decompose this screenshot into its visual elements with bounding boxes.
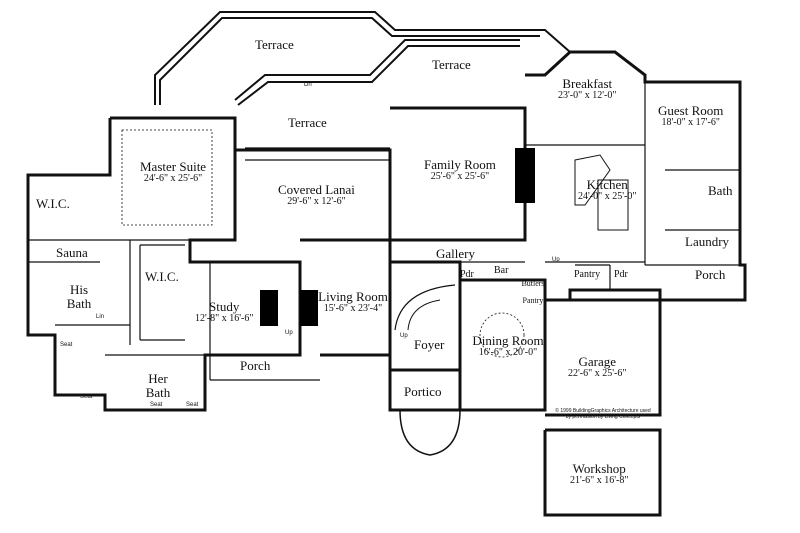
pdr-label: Pdr xyxy=(460,269,474,280)
bath-label: Bath xyxy=(708,183,733,198)
terrace-top-label: Terrace xyxy=(255,37,294,52)
copyright-line-1: © 1999 BuildingGraphics Architecture use… xyxy=(555,408,651,414)
up-foyer-note: Up xyxy=(400,333,408,339)
butlers-pantry-label: Butlers Pantry xyxy=(521,279,545,305)
gallery-label: Gallery xyxy=(436,246,475,261)
terrace-mid-label: Terrace xyxy=(288,115,327,130)
study-fireplace xyxy=(260,290,278,326)
terrace-edges xyxy=(154,11,571,106)
his-bath-label: His Bath xyxy=(66,282,92,311)
lin-note: Lin xyxy=(96,314,105,320)
copyright-line-2: by permission by Living Concepts xyxy=(565,414,641,420)
her-bath-label: Her Bath xyxy=(145,371,171,400)
wic-left-label: W.I.C. xyxy=(36,196,70,211)
up-kitchen-note: Up xyxy=(552,257,560,263)
portico-label: Portico xyxy=(404,384,442,399)
porch-right-label: Porch xyxy=(695,267,726,282)
living-fireplace xyxy=(300,290,318,326)
wic-mid-label: W.I.C. xyxy=(145,269,179,284)
pantry-label: Pantry xyxy=(574,269,601,280)
exterior-walls xyxy=(26,50,747,517)
portico-steps xyxy=(399,409,461,456)
up-stair-note: Up xyxy=(285,330,293,336)
kitchen-counter xyxy=(574,154,611,206)
seat-note-3: Seat xyxy=(150,402,163,408)
seat-note-2: Seat xyxy=(80,394,93,400)
dn-note: Dn xyxy=(304,82,312,88)
foyer-label: Foyer xyxy=(414,337,445,352)
laundry-label: Laundry xyxy=(685,234,730,249)
family-fireplace xyxy=(515,148,535,203)
interior-walls xyxy=(28,82,740,381)
tray-ceiling xyxy=(121,129,213,226)
kitchen-island xyxy=(597,179,629,231)
seat-note-4: Seat xyxy=(186,402,199,408)
sauna-label: Sauna xyxy=(56,245,88,260)
bar-label: Bar xyxy=(494,265,509,276)
pdr2-label: Pdr xyxy=(614,269,628,280)
porch-bottom-label: Porch xyxy=(240,358,271,373)
spiral-stair xyxy=(394,284,456,331)
terrace-right-label: Terrace xyxy=(432,57,471,72)
seat-note-1: Seat xyxy=(60,342,73,348)
copyright-note: © 1999 BuildingGraphics Architecture use… xyxy=(548,408,658,420)
dining-ceiling xyxy=(479,312,525,358)
